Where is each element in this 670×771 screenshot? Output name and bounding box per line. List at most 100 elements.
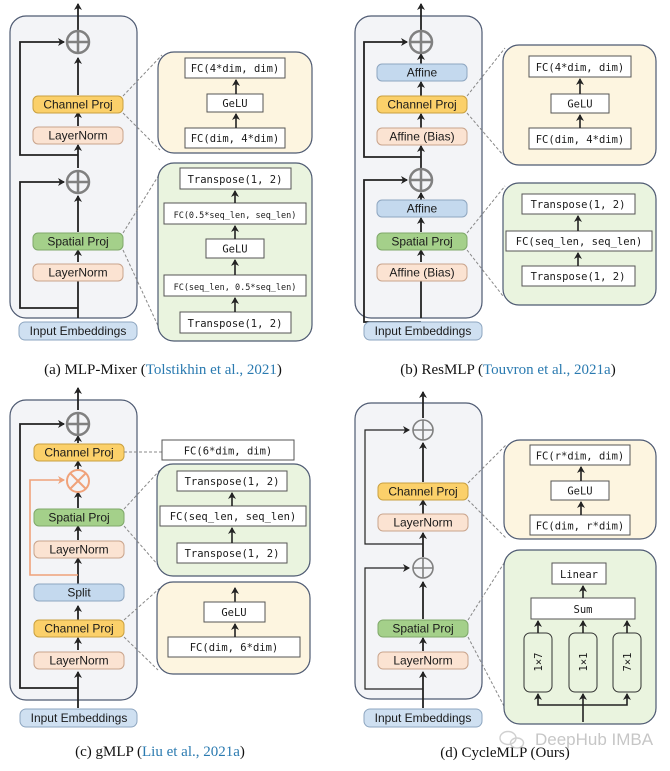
add-icon (412, 419, 434, 441)
layernorm-block (377, 513, 469, 532)
panel-caption: (a) MLP-Mixer (Tolstikhin et al., 2021) (44, 362, 282, 378)
spatial-proj-block (32, 232, 124, 251)
input-embeddings-label: Input Embeddings (31, 711, 128, 725)
fc-label: FC(dim, r*dim) (536, 521, 625, 533)
transpose-label: Transpose(1, 2) (188, 318, 283, 330)
layernorm-label: LayerNorm (393, 654, 452, 668)
input-embeddings-block (363, 321, 483, 341)
input-embeddings-block (18, 321, 138, 341)
channel-proj-detail (156, 581, 311, 675)
panel-gmlp: Channel Proj Spatial Proj LayerNorm Spli… (9, 387, 311, 760)
fc-layer (505, 230, 653, 252)
transpose-layer (521, 193, 636, 215)
gelu-layer (550, 480, 610, 501)
input-embeddings-label: Input Embeddings (375, 324, 472, 338)
fc-label: FC(4*dim, dim) (191, 63, 280, 75)
fc-label: FC(dim, 4*dim) (191, 133, 280, 145)
channel-proj-block (376, 95, 468, 114)
fc-label: FC(4*dim, dim) (536, 62, 625, 74)
gelu-label: GeLU (221, 607, 246, 619)
spatial-proj-label: Spatial Proj (391, 235, 452, 249)
transpose-layer (179, 167, 292, 190)
channel-proj-block (377, 482, 469, 501)
add-icon (408, 29, 434, 55)
add-icon (65, 169, 91, 195)
panel-mlp-mixer: Channel Proj LayerNorm Spatial Proj Laye… (9, 3, 313, 378)
fc-layer (159, 505, 307, 527)
add-icon (65, 29, 91, 55)
fc-label: FC(dim, 6*dim) (190, 642, 279, 654)
add-icon (65, 411, 91, 437)
affine-block (376, 63, 468, 82)
channel-proj-label: Channel Proj (43, 98, 112, 112)
sum-label: Sum (574, 604, 593, 616)
fc-label: FC(0.5*seq_len, seq_len) (174, 211, 297, 221)
affine-bias-label: Affine (Bias) (389, 266, 454, 280)
layernorm-label: LayerNorm (49, 543, 108, 557)
channel-proj-block (32, 95, 124, 114)
fc-layer (167, 636, 301, 658)
panel-resmlp: Affine Channel Proj Affine (Bias) Affine… (354, 3, 657, 378)
layernorm-label: LayerNorm (48, 266, 107, 280)
transpose-label: Transpose(1, 2) (531, 199, 626, 211)
input-embeddings-block (19, 708, 138, 728)
spatial-proj-block (33, 508, 125, 527)
channel-proj-label: Channel Proj (388, 485, 457, 499)
affine-bias-block (376, 263, 468, 282)
transpose-label: Transpose(1, 2) (185, 548, 280, 560)
channel-proj-block (33, 619, 125, 638)
fc-label: FC(seq_len, seq_len) (516, 236, 642, 248)
input-embeddings-label: Input Embeddings (375, 711, 472, 725)
spatial-proj-block (377, 619, 469, 638)
layernorm-block (32, 126, 124, 145)
panel-caption: (b) ResMLP (Touvron et al., 2021a) (400, 362, 615, 378)
gelu-label: GeLU (222, 98, 247, 110)
spatial-proj-label: Spatial Proj (48, 511, 109, 525)
spatial-proj-label: Spatial Proj (47, 235, 108, 249)
fc-layer (529, 444, 631, 466)
layernorm-block (33, 651, 125, 670)
branch-label: 1×7 (533, 653, 545, 672)
spatial-proj-label: Spatial Proj (392, 622, 453, 636)
fc-layer (184, 57, 286, 79)
gelu-label: GeLU (567, 99, 592, 111)
layernorm-block (377, 651, 469, 670)
layernorm-label: LayerNorm (49, 654, 108, 668)
fc-layer (529, 514, 631, 536)
layernorm-label: LayerNorm (48, 129, 107, 143)
gelu-layer (206, 93, 264, 113)
add-icon (412, 557, 434, 579)
branch-label: 1×1 (578, 653, 590, 672)
panel-cyclemlp: Channel Proj LayerNorm Spatial Proj Laye… (354, 391, 657, 761)
multiply-icon (66, 469, 90, 493)
fc-layer (161, 439, 295, 461)
affine-block (376, 199, 468, 218)
split-label: Split (67, 586, 91, 600)
gelu-label: GeLU (567, 486, 592, 498)
layernorm-label: LayerNorm (393, 516, 452, 530)
spatial-proj-block (376, 232, 468, 251)
transpose-label: Transpose(1, 2) (531, 271, 626, 283)
watermark: DeepHub IMBA (499, 730, 654, 749)
linear-layer (551, 562, 607, 585)
add-icon (408, 167, 434, 193)
layernorm-block (33, 540, 125, 559)
affine-bias-label: Affine (Bias) (389, 130, 454, 144)
fc-label: FC(dim, 4*dim) (536, 134, 625, 146)
transpose-label: Transpose(1, 2) (185, 476, 280, 488)
channel-proj-label: Channel Proj (44, 622, 113, 636)
gelu-label: GeLU (222, 244, 247, 256)
linear-label: Linear (560, 569, 598, 581)
input-embeddings-block (363, 708, 483, 728)
transpose-label: Transpose(1, 2) (188, 174, 283, 186)
fc-layer (184, 127, 286, 149)
fc-label: FC(seq_len, seq_len) (170, 511, 296, 523)
input-embeddings-label: Input Embeddings (30, 324, 127, 338)
fc-label: FC(r*dim, dim) (536, 451, 625, 463)
panel-caption: (c) gMLP (Liu et al., 2021a) (75, 744, 245, 760)
fc-layer (528, 55, 632, 78)
fc-label: FC(seq_len, 0.5*seq_len) (174, 283, 297, 293)
layernorm-block (32, 263, 124, 282)
wechat-icon (499, 730, 525, 749)
